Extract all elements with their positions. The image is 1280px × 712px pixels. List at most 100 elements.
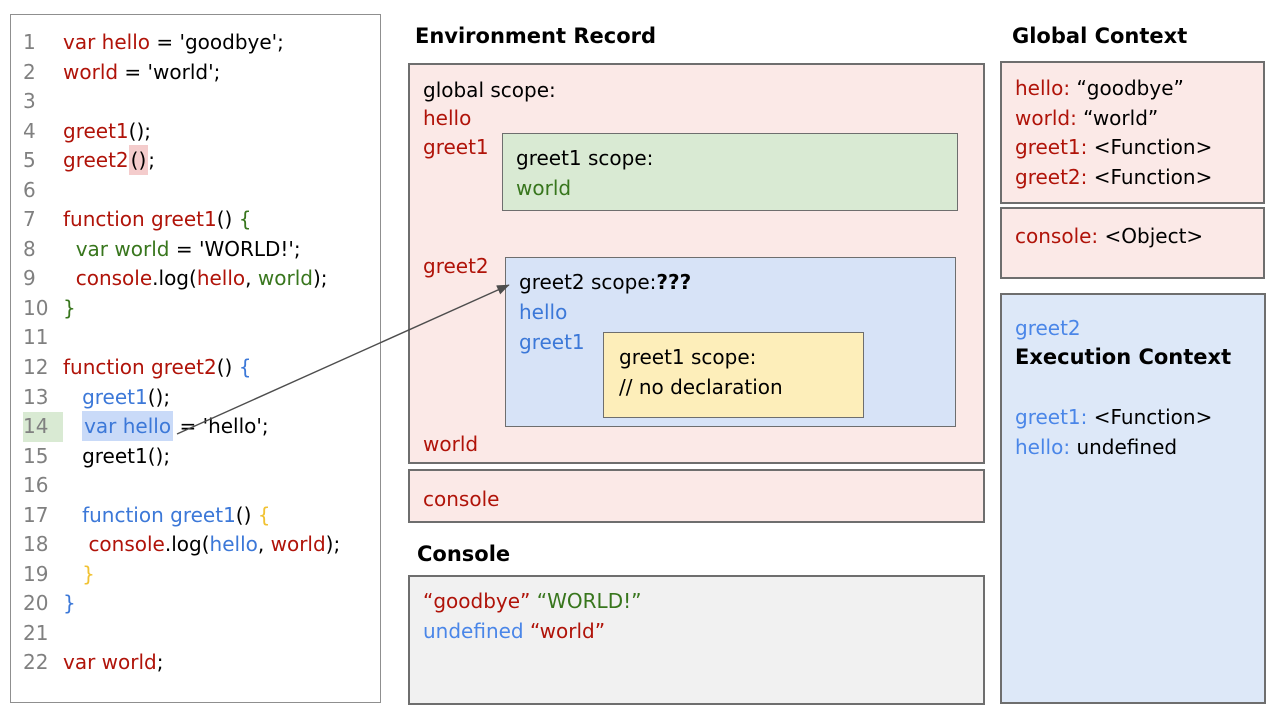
text-segment	[63, 503, 82, 527]
line-number: 18	[23, 532, 49, 557]
code-line: 11	[23, 323, 380, 353]
line-number: 2	[23, 59, 36, 84]
code-text: console.log(hello, world);	[63, 264, 328, 294]
text-segment: undefined	[1076, 435, 1178, 459]
text-segment: console	[88, 532, 165, 557]
line-number: 11	[23, 325, 49, 350]
text-segment: <Object>	[1104, 224, 1204, 248]
code-line: 19 }	[23, 560, 380, 590]
code-text: console.log(hello, world);	[63, 530, 340, 560]
greet2-scope-box: greet2 scope:??? hello greet1 greet1 sco…	[505, 257, 956, 427]
text-segment: undefined	[423, 619, 530, 643]
line-number: 8	[23, 236, 36, 261]
code-line: 17 function greet1() {	[23, 501, 380, 531]
greet2-scope-var-hello: hello	[519, 300, 568, 324]
text-segment: <Function>	[1093, 165, 1213, 189]
text-segment: “world”	[1083, 106, 1159, 130]
text-segment: }	[82, 561, 95, 586]
text-segment: = 'goodbye';	[150, 30, 284, 54]
console-output-box: “goodbye” “WORLD!” undefined “world”	[408, 575, 985, 705]
code-line: 18 console.log(hello, world);	[23, 530, 380, 560]
text-segment	[63, 532, 88, 556]
line-number: 20	[23, 591, 49, 616]
code-line: 1 var hello = 'goodbye';	[23, 28, 380, 58]
text-segment: );	[325, 532, 341, 557]
global-var-world: world	[423, 432, 479, 456]
code-text: function greet2() {	[63, 353, 251, 383]
line-number: 12	[23, 355, 49, 380]
execution-context-title: Execution Context	[1015, 345, 1232, 369]
code-text: var hello = 'goodbye';	[63, 28, 284, 58]
code-line: 10}	[23, 294, 380, 324]
text-segment: greet1:	[1015, 405, 1094, 429]
global-context-vars-box: hello: “goodbye” world: “world” greet1: …	[1000, 61, 1265, 204]
binding-greet1: greet1: <Function>	[1015, 132, 1212, 162]
code-line: 21	[23, 619, 380, 649]
text-segment: {	[238, 355, 252, 380]
console-title: Console	[417, 542, 511, 566]
inner-greet1-scope-label: greet1 scope:	[619, 345, 757, 369]
text-segment: ,	[257, 532, 271, 557]
line-number: 7	[23, 207, 36, 232]
line-number: 17	[23, 502, 49, 527]
text-segment	[63, 266, 76, 290]
text-segment: ???	[656, 270, 692, 294]
text-segment: function greet1	[63, 207, 217, 232]
text-segment: = 'hello';	[173, 414, 269, 439]
line-number: 1	[23, 30, 36, 54]
code-line: 7 function greet1() {	[23, 205, 380, 235]
text-segment: ();	[128, 118, 151, 143]
code-line: 4 greet1();	[23, 117, 380, 147]
line-number: 3	[23, 89, 36, 114]
global-var-hello: hello	[423, 106, 472, 130]
code-text: function greet1() {	[63, 205, 251, 235]
greet1-scope-var-world: world	[516, 176, 572, 200]
text-segment: greet2	[63, 148, 129, 173]
greet2-scope-label: greet2 scope:???	[519, 267, 691, 297]
text-segment: console	[75, 266, 153, 291]
code-text: }	[63, 560, 95, 590]
binding-console: console: <Object>	[1015, 221, 1203, 251]
text-segment: );	[312, 266, 328, 291]
text-segment: <Function>	[1093, 135, 1213, 159]
code-text: var world = 'WORLD!';	[63, 235, 301, 265]
greet1-scope-label: greet1 scope:	[516, 146, 654, 170]
code-text: greet1();	[63, 117, 151, 147]
line-number: 9	[23, 266, 36, 291]
line-number: 15	[23, 443, 49, 468]
execution-context-function-name: greet2	[1015, 316, 1081, 340]
text-segment: function greet1	[82, 502, 236, 527]
text-segment: ()	[216, 355, 239, 380]
line-number: 13	[23, 384, 49, 409]
text-segment: “goodbye”	[423, 589, 537, 613]
text-segment: ()	[128, 145, 149, 176]
text-segment: world	[270, 532, 326, 557]
text-segment: = 'world';	[118, 59, 221, 84]
code-line: 20}	[23, 589, 380, 619]
text-segment: {	[238, 207, 252, 232]
text-segment: greet1();	[63, 443, 171, 468]
text-segment: var world	[63, 650, 157, 675]
code-line: 13 greet1();	[23, 383, 380, 413]
code-line: 16	[23, 471, 380, 501]
code-text: var world;	[63, 648, 164, 678]
code-text: greet1();	[63, 383, 170, 413]
text-segment	[63, 414, 82, 438]
line-number: 4	[23, 118, 36, 143]
text-segment: hello	[196, 266, 246, 291]
text-segment: hello:	[1015, 435, 1077, 459]
global-context-title: Global Context	[1012, 24, 1188, 48]
line-number: 5	[23, 148, 36, 173]
text-segment: “goodbye”	[1076, 76, 1184, 100]
global-context-console-box: console: <Object>	[1000, 207, 1265, 279]
text-segment	[63, 237, 76, 261]
code-line: 8 var world = 'WORLD!';	[23, 235, 380, 265]
code-line: 14 var hello = 'hello';	[23, 411, 380, 442]
line-number: 16	[23, 473, 49, 498]
global-var-console: console	[423, 487, 500, 511]
